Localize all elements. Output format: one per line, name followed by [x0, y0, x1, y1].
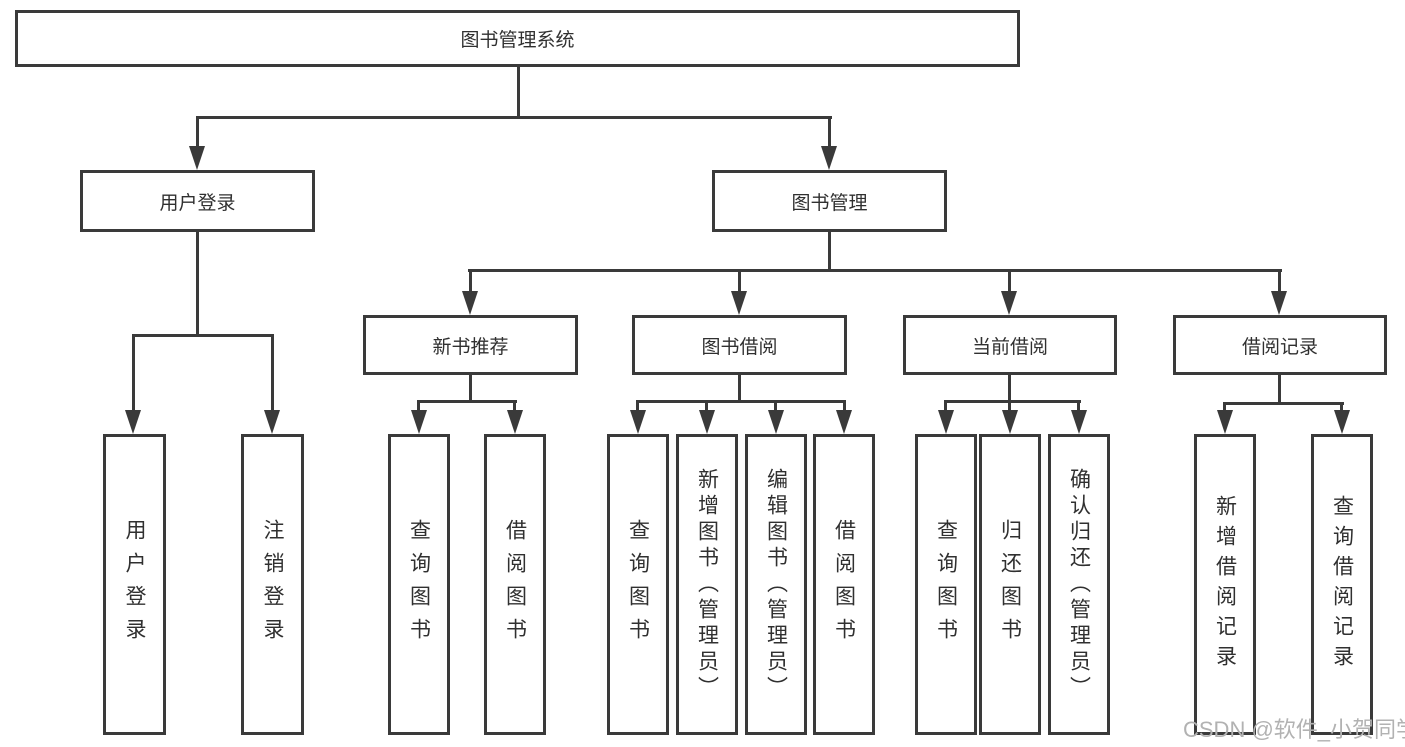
- arrowhead-down-icon: [731, 291, 747, 315]
- connector-stem: [1278, 375, 1281, 405]
- leaf-borrow-books-recommend: 借阅图书: [484, 434, 546, 735]
- leaf-query-books-recommend: 查询图书: [388, 434, 450, 735]
- leaf-label: 新增图书（管理员）: [695, 467, 719, 702]
- arrowhead-down-icon: [938, 410, 954, 434]
- connector-rail: [417, 400, 517, 403]
- leaf-label: 借阅图书: [503, 518, 527, 651]
- connector-rail: [944, 400, 1081, 403]
- leaf-label: 查询图书: [626, 518, 650, 651]
- arrowhead-down-icon: [1002, 410, 1018, 434]
- node-label: 借阅记录: [1241, 336, 1318, 358]
- leaf-query-borrow-record: 查询借阅记录: [1311, 434, 1373, 735]
- arrowhead-down-icon: [821, 146, 837, 170]
- arrowhead-down-icon: [1001, 291, 1017, 315]
- node-label: 当前借阅: [971, 336, 1048, 358]
- connector-arm: [271, 334, 274, 410]
- connector-arm: [513, 400, 516, 412]
- arrowhead-down-icon: [264, 410, 280, 434]
- leaf-borrow-books: 借阅图书: [813, 434, 875, 735]
- connector-arm: [1077, 400, 1080, 412]
- node-label: 新书推荐: [432, 336, 509, 358]
- leaf-return-books: 归还图书: [979, 434, 1041, 735]
- leaf-label: 用户登录: [123, 518, 146, 651]
- arrowhead-down-icon: [125, 410, 141, 434]
- connector-stem: [828, 232, 831, 272]
- arrowhead-down-icon: [836, 410, 852, 434]
- connector-stem: [196, 232, 199, 336]
- connector-arm: [774, 400, 777, 412]
- connector-stem: [469, 375, 472, 402]
- leaf-label: 新增借阅记录: [1213, 494, 1237, 675]
- arrowhead-down-icon: [189, 146, 205, 170]
- arrowhead-down-icon: [630, 410, 646, 434]
- connector-rail: [636, 400, 846, 403]
- node-current-borrow: 当前借阅: [903, 315, 1117, 375]
- leaf-query-books-current: 查询图书: [915, 434, 977, 735]
- leaf-logout: 注销登录: [241, 434, 304, 735]
- connector-stem: [517, 67, 520, 118]
- csdn-watermark: CSDN @软件_小贺同学: [1183, 717, 1405, 742]
- connector-arm: [705, 400, 708, 412]
- connector-stem: [738, 375, 741, 402]
- node-book-borrow: 图书借阅: [632, 315, 847, 375]
- connector-arm: [469, 269, 472, 293]
- node-book-management: 图书管理: [712, 170, 947, 232]
- connector-arm: [417, 400, 420, 412]
- connector-arm: [843, 400, 846, 412]
- node-label: 用户登录: [159, 192, 236, 214]
- leaf-label: 借阅图书: [832, 518, 856, 651]
- arrowhead-down-icon: [1217, 410, 1233, 434]
- connector-arm: [944, 400, 947, 412]
- leaf-query-books-borrow: 查询图书: [607, 434, 669, 735]
- node-label: 图书管理: [791, 192, 868, 214]
- arrowhead-down-icon: [462, 291, 478, 315]
- node-user-login: 用户登录: [80, 170, 315, 232]
- connector-arm: [196, 116, 199, 148]
- leaf-label: 查询借阅记录: [1330, 494, 1354, 675]
- connector-rail: [468, 269, 1282, 272]
- connector-rail: [132, 334, 274, 337]
- node-new-book-recommend: 新书推荐: [363, 315, 578, 375]
- arrowhead-down-icon: [507, 410, 523, 434]
- arrowhead-down-icon: [768, 410, 784, 434]
- leaf-add-books-admin: 新增图书（管理员）: [676, 434, 738, 735]
- connector-arm: [828, 116, 831, 148]
- connector-stem: [1008, 375, 1011, 402]
- connector-rail: [1223, 402, 1344, 405]
- connector-arm: [1008, 400, 1011, 412]
- leaf-label: 归还图书: [998, 518, 1022, 651]
- leaf-label: 查询图书: [407, 518, 431, 651]
- node-label: 图书管理系统: [460, 30, 575, 51]
- connector-arm: [636, 400, 639, 412]
- arrowhead-down-icon: [699, 410, 715, 434]
- leaf-label: 查询图书: [934, 518, 958, 651]
- arrowhead-down-icon: [1334, 410, 1350, 434]
- arrowhead-down-icon: [1071, 410, 1087, 434]
- node-root-system: 图书管理系统: [15, 10, 1020, 67]
- connector-arm: [1223, 402, 1226, 412]
- node-borrow-records: 借阅记录: [1173, 315, 1387, 375]
- leaf-label: 确认归还（管理员）: [1067, 467, 1091, 702]
- connector-arm: [1340, 402, 1343, 412]
- leaf-confirm-return-admin: 确认归还（管理员）: [1048, 434, 1110, 735]
- connector-rail: [196, 116, 832, 119]
- arrowhead-down-icon: [1271, 291, 1287, 315]
- node-label: 图书借阅: [701, 336, 778, 358]
- leaf-edit-books-admin: 编辑图书（管理员）: [745, 434, 807, 735]
- leaf-label: 编辑图书（管理员）: [764, 467, 788, 702]
- connector-arm: [738, 269, 741, 293]
- leaf-label: 注销登录: [261, 518, 284, 651]
- leaf-user-login: 用户登录: [103, 434, 166, 735]
- leaf-add-borrow-record: 新增借阅记录: [1194, 434, 1256, 735]
- connector-arm: [1008, 269, 1011, 293]
- arrowhead-down-icon: [411, 410, 427, 434]
- connector-arm: [132, 334, 135, 410]
- connector-arm: [1278, 269, 1281, 293]
